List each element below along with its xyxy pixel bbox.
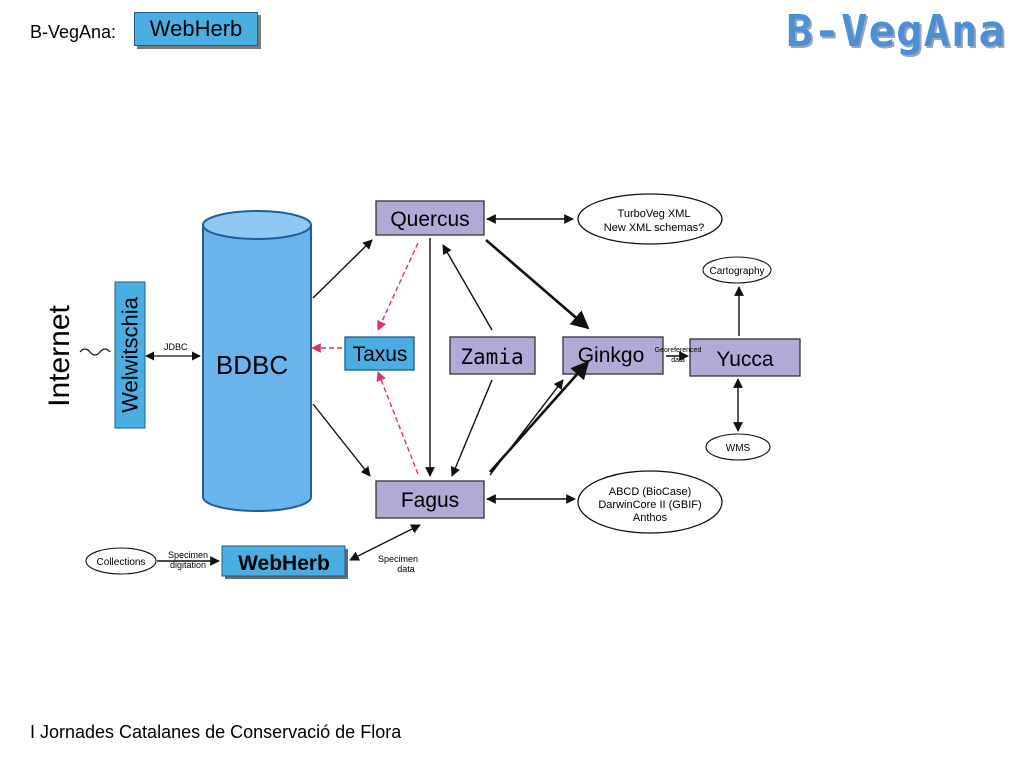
bdbc-label: BDBC: [216, 350, 288, 380]
abcd-line-1: ABCD (BioCase): [609, 486, 692, 498]
arrows: [157, 214, 744, 566]
arrow-fagus-ginkgo: [489, 360, 590, 473]
fagus-node: Fagus: [375, 480, 485, 519]
ginkgo-label: Ginkgo: [578, 344, 645, 367]
webherb-label: WebHerb: [238, 552, 330, 575]
header-badge-webherb: WebHerb: [134, 12, 258, 46]
georeferenced-label-1: Georeferenced: [655, 347, 702, 354]
arrow-bdbc-fagus: [312, 403, 371, 477]
quercus-label: Quercus: [390, 208, 469, 231]
yucca-label: Yucca: [716, 348, 774, 371]
zamia-node: Zamia: [449, 336, 536, 375]
dashed-arrow-fagus-taxus: [376, 371, 419, 475]
dashed-arrows: [311, 242, 419, 475]
jdbc-label: JDBC: [164, 342, 188, 352]
collections-ellipse: Collections: [85, 547, 157, 575]
abcd-ellipse: ABCD (BioCase) DarwinCore II (GBIF) Anth…: [577, 470, 723, 534]
zamia-label: Zamia: [460, 345, 523, 369]
cartography-label: Cartography: [709, 266, 764, 277]
specimen-digitation-label-1: Specimen: [168, 550, 208, 560]
wms-ellipse: WMS: [705, 433, 771, 461]
welwitschia-label: Welwitschia: [118, 296, 143, 413]
fagus-label: Fagus: [401, 489, 459, 512]
abcd-line-3: Anthos: [633, 512, 668, 524]
collections-label: Collections: [97, 557, 146, 568]
arrow-webherb-fagus: [349, 524, 421, 561]
welwitschia-node: Welwitschia: [114, 281, 146, 429]
cartography-ellipse: Cartography: [702, 256, 772, 284]
dashed-arrow-quercus-taxus: [377, 242, 419, 331]
georeferenced-label-2: data: [671, 357, 685, 364]
ginkgo-node: Ginkgo: [562, 336, 664, 375]
header-label: B-VegAna:: [30, 22, 117, 42]
arrow-quercus-ginkgo: [485, 239, 590, 330]
taxus-label: Taxus: [353, 343, 408, 366]
specimen-digitation-label-2: digitation: [170, 560, 206, 570]
footer-text: I Jornades Catalanes de Conservació de F…: [30, 722, 402, 742]
webherb-node: WebHerb: [221, 545, 348, 579]
wms-label: WMS: [726, 443, 751, 454]
specimen-data-label-2: data: [397, 564, 415, 574]
turboveg-line-1: TurboVeg XML: [618, 208, 691, 220]
abcd-line-2: DarwinCore II (GBIF): [598, 499, 701, 511]
arrow-zamia-quercus: [442, 244, 493, 331]
arrow-zamia-fagus: [450, 379, 493, 477]
yucca-node: Yucca: [689, 338, 801, 377]
turboveg-line-2: New XML schemas?: [604, 222, 704, 234]
arrow-bdbc-quercus: [312, 239, 373, 299]
turboveg-ellipse: TurboVeg XML New XML schemas?: [577, 193, 723, 245]
taxus-node: Taxus: [344, 336, 415, 371]
bdbc-database: BDBC: [202, 210, 312, 512]
specimen-data-label-1: Specimen: [378, 554, 418, 564]
b-vegana-logo: B-VegAna: [786, 6, 1006, 57]
quercus-node: Quercus: [375, 200, 485, 236]
edge-labels: Georeferenced data Specimen digitation S…: [168, 347, 701, 574]
internet-wave-icon: [79, 348, 111, 356]
internet-label: Internet: [43, 305, 76, 407]
